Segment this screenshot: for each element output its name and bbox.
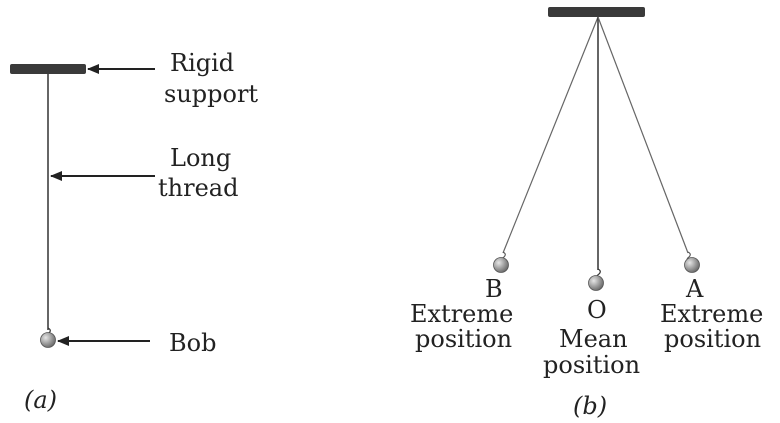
position-a-line2: position bbox=[664, 325, 761, 353]
figure-a: Rigid support Long thread Bob (a) bbox=[10, 49, 258, 414]
bob-b bbox=[493, 257, 509, 273]
rigid-support-bar bbox=[10, 64, 86, 74]
thread-label-line1: Long bbox=[170, 144, 231, 172]
position-b-letter: B bbox=[485, 275, 503, 303]
bob-a bbox=[684, 257, 700, 273]
thread-to-b bbox=[502, 16, 599, 254]
bob bbox=[40, 332, 56, 348]
figure-b: B Extreme position O Mean position A Ext… bbox=[410, 7, 763, 420]
support-label-line1: Rigid bbox=[170, 49, 234, 77]
bob-label: Bob bbox=[169, 329, 216, 357]
support-label-line2: support bbox=[164, 80, 258, 108]
thread-label-line2: thread bbox=[158, 174, 238, 202]
position-o-line2: position bbox=[543, 351, 640, 379]
caption-b: (b) bbox=[573, 392, 607, 420]
bob-o bbox=[588, 275, 604, 291]
thread-to-a bbox=[597, 16, 689, 254]
caption-a: (a) bbox=[24, 386, 57, 414]
position-o-line1: Mean bbox=[559, 325, 628, 353]
position-o-letter: O bbox=[587, 296, 607, 324]
position-a-line1: Extreme bbox=[660, 300, 763, 328]
position-a-letter: A bbox=[685, 275, 704, 303]
rigid-support-bar-b bbox=[548, 7, 645, 17]
position-b-line1: Extreme bbox=[410, 300, 513, 328]
position-b-line2: position bbox=[415, 325, 512, 353]
